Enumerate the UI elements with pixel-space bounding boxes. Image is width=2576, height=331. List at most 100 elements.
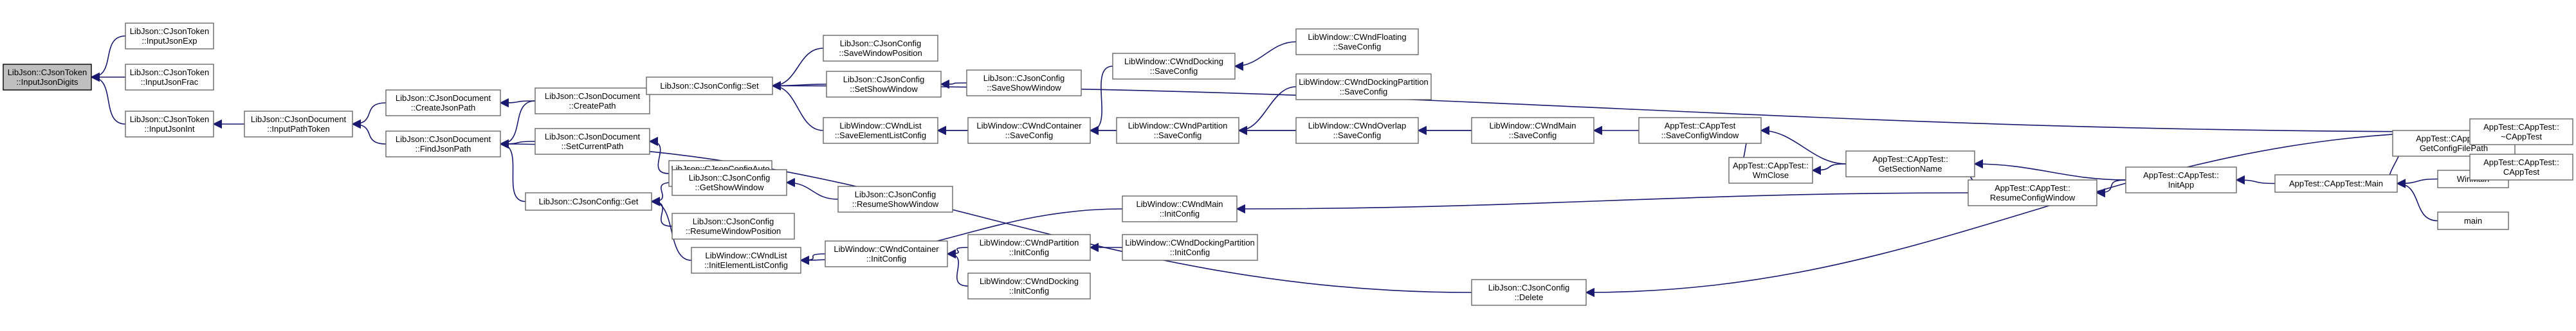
node-box: [823, 35, 938, 62]
graph-node[interactable]: AppTest::CAppTest::CAppTest: [2469, 154, 2573, 181]
graph-node[interactable]: LibJson::CJsonDocument::CreatePath: [534, 87, 650, 114]
call-edge: [2235, 175, 2276, 185]
graph-node[interactable]: LibWindow::CWndDockingPartition::SaveCon…: [1295, 73, 1432, 100]
graph-node[interactable]: LibJson::CJsonConfig::SaveWindowPosition: [823, 35, 938, 62]
graph-node[interactable]: LibJson::CJsonConfig::ResumeWindowPositi…: [671, 213, 795, 240]
graph-node[interactable]: LibJson::CJsonDocument::FindJsonPath: [385, 130, 501, 157]
node-label: ::SaveConfigWindow: [1661, 130, 1739, 140]
node-box: [1471, 117, 1594, 144]
graph-node[interactable]: LibWindow::CWndFloating::SaveConfig: [1295, 28, 1419, 55]
call-edge: [771, 48, 824, 91]
call-edge: [648, 136, 670, 174]
node-label: ::SaveConfig: [1509, 130, 1557, 140]
node-box: [125, 111, 214, 138]
node-label: ::SaveConfig: [1340, 87, 1387, 96]
node-label: LibWindow::CWndOverlap: [1308, 121, 1406, 130]
node-label: LibJson::CJsonConfig: [840, 39, 921, 48]
call-edge: [650, 197, 692, 261]
node-label: LibJson::CJsonDocument: [545, 91, 641, 101]
node-box: [1116, 117, 1239, 144]
graph-node[interactable]: LibWindow::CWndDocking::SaveConfig: [1112, 53, 1236, 80]
graph-node[interactable]: LibJson::CJsonToken::InputJsonExp: [125, 22, 214, 49]
node-layer: LibJson::CJsonToken::InputJsonDigitsLibJ…: [3, 22, 2573, 306]
graph-node[interactable]: AppTest::CAppTest::~CAppTest: [2469, 118, 2573, 145]
node-box: [967, 234, 1091, 261]
node-box: [125, 22, 214, 49]
node-box: [837, 186, 953, 213]
graph-node[interactable]: LibWindow::CWndPartition::SaveConfig: [1116, 117, 1239, 144]
node-label: AppTest::CAppTest::: [1995, 183, 2070, 193]
graph-node[interactable]: LibJson::CJsonToken::InputJsonDigits: [3, 64, 92, 91]
node-label: ::InitConfig: [1009, 286, 1049, 296]
node-label: ::InputPathToken: [267, 124, 330, 134]
node-label: ~CAppTest: [2501, 132, 2542, 141]
node-label: LibWindow::CWndPartition: [980, 238, 1079, 247]
node-box: [1845, 150, 1975, 177]
call-edge: [785, 177, 839, 200]
node-label: LibJson::CJsonToken: [130, 114, 210, 124]
graph-node[interactable]: main: [2437, 211, 2509, 230]
graph-node[interactable]: LibWindow::CWndPartition::InitConfig: [967, 234, 1091, 261]
node-label: AppTest::CAppTest::: [1872, 154, 1948, 164]
graph-node[interactable]: LibWindow::CWndMain::InitConfig: [1122, 195, 1238, 222]
node-label: ::InputJsonFrac: [141, 77, 199, 87]
graph-node[interactable]: LibWindow::CWndOverlap::SaveConfig: [1295, 117, 1419, 144]
node-label: LibWindow::CWndContainer: [976, 121, 1082, 130]
call-edge: [1089, 66, 1113, 136]
node-label: LibJson::CJsonConfig: [1488, 283, 1569, 292]
node-label: ::FindJsonPath: [416, 144, 471, 154]
node-box: [2125, 166, 2237, 193]
call-edge: [499, 139, 526, 202]
graph-node[interactable]: LibJson::CJsonDocument::CreateJsonPath: [385, 89, 501, 116]
node-label: ::GetShowWindow: [695, 183, 765, 192]
call-edge: [351, 102, 387, 129]
call-edge: [771, 81, 824, 131]
graph-node[interactable]: LibWindow::CWndMain::SaveConfig: [1471, 117, 1594, 144]
node-box: [2274, 174, 2398, 193]
graph-node[interactable]: LibJson::CJsonConfig::SetShowWindow: [826, 71, 942, 98]
graph-node[interactable]: LibJson::CJsonDocument::InputPathToken: [244, 111, 353, 138]
graph-node[interactable]: LibJson::CJsonConfig::Set: [646, 76, 773, 95]
graph-node[interactable]: LibWindow::CWndList::InitElementListConf…: [691, 247, 801, 274]
call-edge: [499, 139, 1472, 293]
graph-node[interactable]: LibJson::CJsonToken::InputJsonFrac: [125, 64, 214, 91]
graph-node[interactable]: LibJson::CJsonConfig::GetShowWindow: [671, 169, 787, 196]
graph-node[interactable]: AppTest::CAppTest::SaveConfigWindow: [1638, 117, 1762, 144]
call-edge: [2096, 179, 2126, 198]
node-box: [1122, 234, 1258, 261]
graph-node[interactable]: LibJson::CJsonDocument::SetCurrentPath: [534, 128, 650, 155]
graph-node[interactable]: LibJson::CJsonConfig::ResumeShowWindow: [837, 186, 953, 213]
call-edge: [1234, 41, 1297, 71]
graph-node[interactable]: LibJson::CJsonConfig::Get: [525, 192, 652, 211]
node-label: CAppTest: [2503, 167, 2540, 177]
graph-node[interactable]: AppTest::CAppTest::ResumeConfigWindow: [1968, 179, 2097, 206]
graph-node[interactable]: AppTest::CAppTest::InitApp: [2125, 166, 2237, 193]
graph-node[interactable]: LibJson::CJsonToken::InputJsonInt: [125, 111, 214, 138]
graph-node[interactable]: LibWindow::CWndDocking::InitConfig: [967, 273, 1091, 300]
graph-node[interactable]: AppTest::CAppTest::WmClose: [1728, 157, 1813, 184]
node-label: LibJson::CJsonDocument: [545, 132, 641, 141]
node-label: LibJson::CJsonToken: [8, 67, 87, 77]
graph-node[interactable]: AppTest::CAppTest::Main: [2274, 174, 2398, 193]
graph-node[interactable]: LibWindow::CWndDockingPartition::InitCon…: [1122, 234, 1258, 261]
node-label: LibJson::CJsonToken: [130, 26, 210, 36]
graph-node[interactable]: AppTest::CAppTest::GetSectionName: [1845, 150, 1975, 177]
node-box: [2469, 118, 2573, 145]
node-label: LibWindow::CWndContainer: [834, 244, 939, 254]
node-box: [671, 169, 787, 196]
node-label: ::ResumeShowWindow: [852, 199, 939, 209]
node-label: ::InputJsonDigits: [16, 77, 78, 87]
graph-node[interactable]: LibWindow::CWndList::SaveElementListConf…: [823, 117, 938, 144]
node-label: LibWindow::CWndList: [839, 121, 922, 130]
graph-node[interactable]: LibJson::CJsonConfig::SaveShowWindow: [966, 69, 1082, 96]
graph-node[interactable]: LibWindow::CWndContainer::SaveConfig: [967, 117, 1091, 144]
graph-node[interactable]: LibJson::CJsonConfig::Delete: [1471, 279, 1587, 306]
call-edge: [499, 98, 536, 108]
graph-node[interactable]: LibWindow::CWndContainer::InitConfig: [825, 240, 948, 267]
node-label: ::SaveConfig: [1333, 42, 1381, 51]
call-edge: [90, 72, 126, 125]
node-box: [967, 273, 1091, 300]
node-label: main: [2464, 216, 2482, 226]
node-label: ::InitConfig: [1160, 209, 1200, 219]
